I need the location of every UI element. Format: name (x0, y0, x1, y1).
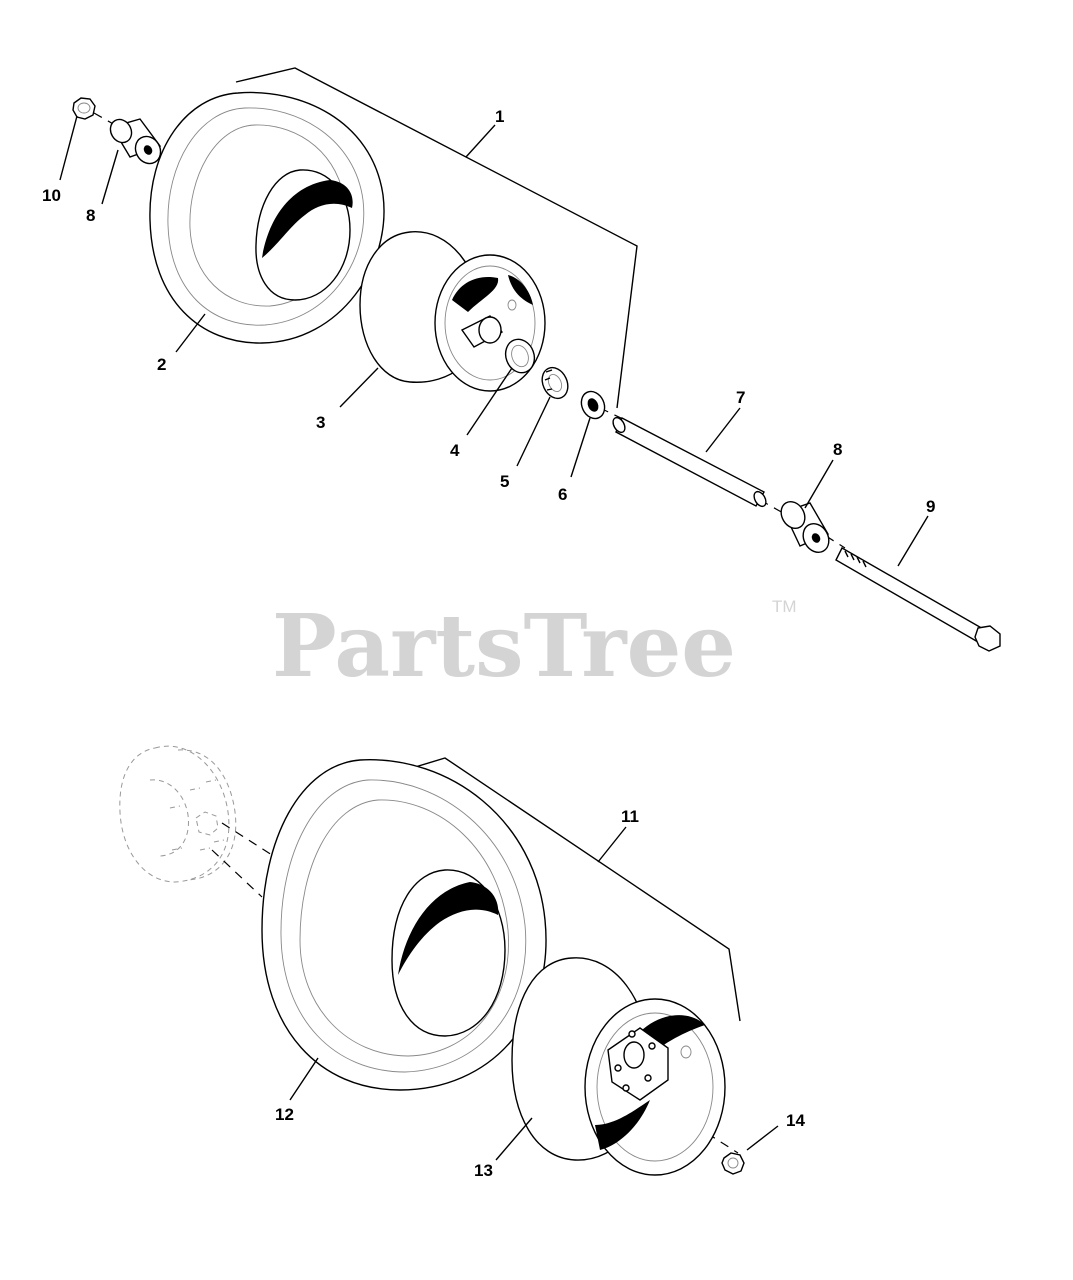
callout-2: 2 (157, 355, 166, 374)
bearing-part-5[interactable] (537, 363, 572, 402)
watermark-brand: PartsTree (272, 596, 736, 697)
tire-part-2[interactable] (149, 91, 385, 344)
lug-nut-part-14[interactable] (721, 1152, 745, 1175)
callout-10: 10 (42, 186, 61, 205)
spacer-part-8-right[interactable] (776, 497, 833, 557)
axle-tube-part-7[interactable] (611, 416, 769, 509)
callout-5: 5 (500, 472, 509, 491)
callout-12: 12 (275, 1105, 294, 1124)
tire-part-12[interactable] (261, 759, 547, 1091)
callout-13: 13 (474, 1161, 493, 1180)
callout-8-left: 8 (86, 206, 95, 225)
upper-leader-lines (59, 115, 929, 567)
callout-4: 4 (450, 441, 460, 460)
rim-part-13[interactable] (511, 957, 726, 1176)
lower-leader-lines (289, 826, 779, 1161)
callout-14: 14 (786, 1111, 805, 1130)
callout-labels: 1 2 3 4 5 6 7 8 8 9 10 11 12 13 14 (42, 107, 935, 1180)
nut-part-10[interactable] (72, 97, 96, 120)
washer-part-6[interactable] (577, 388, 609, 423)
bolt-part-9[interactable] (835, 547, 1001, 652)
assembly-bracket-11 (401, 757, 741, 1022)
callout-11: 11 (621, 807, 639, 826)
watermark-trademark: TM (772, 597, 797, 616)
lower-axis-line-2 (211, 849, 263, 898)
watermark: PartsTree TM (272, 596, 797, 697)
callout-1: 1 (495, 107, 504, 126)
callout-8-right: 8 (833, 440, 842, 459)
callout-9: 9 (926, 497, 935, 516)
callout-3: 3 (316, 413, 325, 432)
bushing-part-4[interactable] (501, 335, 539, 377)
callout-7: 7 (736, 388, 745, 407)
spacer-part-8-left[interactable] (106, 116, 165, 169)
callout-6: 6 (558, 485, 567, 504)
hub-ghost-reference (119, 745, 237, 883)
